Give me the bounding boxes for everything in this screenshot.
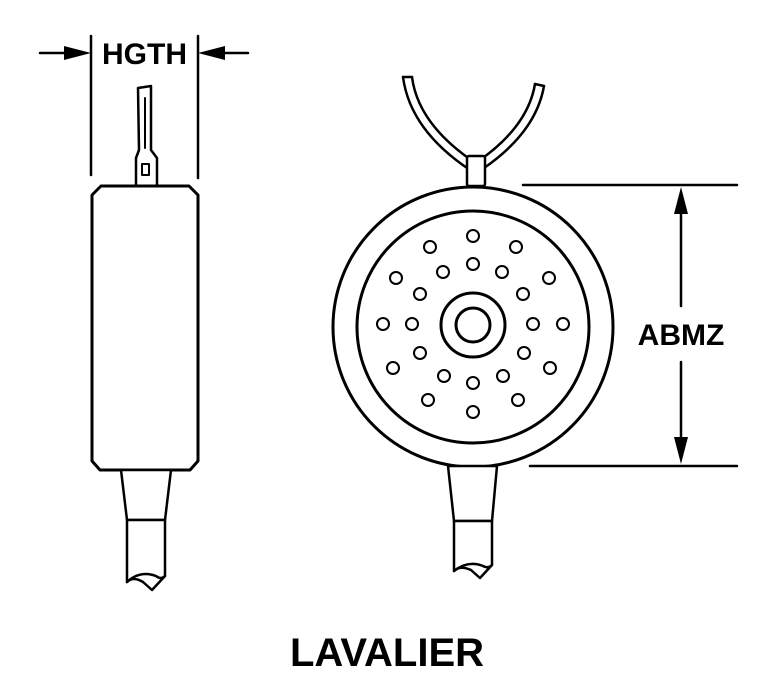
- grille-hole: [436, 265, 450, 279]
- side-body: [90, 184, 200, 472]
- lanyard-left-outer: [401, 75, 472, 172]
- grille-hole: [421, 393, 435, 407]
- hgth-label: HGTH: [102, 38, 187, 71]
- grille-hole: [405, 317, 419, 331]
- grille-hole: [495, 265, 509, 279]
- grille-hole: [466, 376, 480, 390]
- front-view: ABMZ: [331, 75, 739, 580]
- grille-holes: [376, 229, 570, 419]
- lanyard-right-inner: [478, 82, 537, 162]
- front-cable-cut: [452, 519, 494, 580]
- diagram-caption: LAVALIER: [290, 631, 484, 675]
- grille-hole: [386, 361, 400, 375]
- side-cable-break-line: [125, 572, 167, 584]
- grille-hole: [466, 257, 480, 271]
- front-cable-strain-relief: [446, 464, 499, 523]
- side-cable-strain-relief: [119, 468, 173, 522]
- grille-hole: [376, 317, 390, 331]
- front-cable: [446, 464, 499, 580]
- side-cable: [119, 468, 173, 592]
- grille-hole: [413, 346, 427, 360]
- side-clip: [134, 84, 159, 188]
- grille-hole: [496, 369, 510, 383]
- front-cable-break-line: [452, 562, 494, 573]
- grille-hole: [526, 317, 540, 331]
- abmz-dimension: ABMZ: [521, 183, 739, 468]
- abmz-arrow-up-icon: [674, 187, 688, 214]
- grille-hole: [542, 271, 556, 285]
- lanyard-right-outer: [482, 84, 546, 170]
- hgth-arrow-left-icon: [64, 46, 91, 60]
- side-cable-cut: [125, 518, 167, 592]
- lanyard: [401, 75, 546, 188]
- side-clip-slot: [141, 163, 150, 176]
- hgth-arrow-right-icon: [198, 46, 225, 60]
- grille-hole: [516, 287, 530, 301]
- grille-hole: [511, 393, 525, 407]
- abmz-arrow-down-icon: [674, 437, 688, 464]
- abmz-label: ABMZ: [638, 319, 725, 352]
- grille-hole: [509, 240, 523, 254]
- grille-hole: [413, 287, 427, 301]
- hgth-dimension: HGTH: [38, 34, 250, 180]
- grille-hole: [437, 369, 451, 383]
- grille-hole: [389, 271, 403, 285]
- lanyard-right-end: [533, 82, 546, 88]
- grille-hole: [543, 361, 557, 375]
- lanyard-clip: [465, 154, 487, 188]
- side-view: HGTH: [38, 34, 250, 592]
- lanyard-left-inner: [410, 75, 476, 164]
- center-boss-inner: [454, 306, 492, 344]
- grille-hole: [556, 317, 570, 331]
- grille-hole: [466, 405, 480, 419]
- grille-hole: [517, 346, 531, 360]
- grille-hole: [423, 240, 437, 254]
- grille-hole: [466, 229, 480, 243]
